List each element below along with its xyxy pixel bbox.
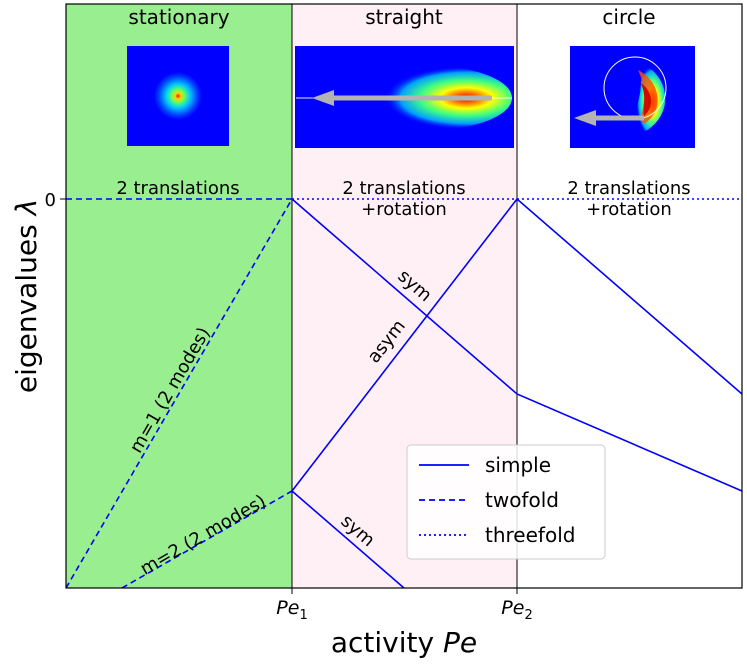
region-title-straight: straight <box>365 5 443 29</box>
legend-label-threefold: threefold <box>485 523 575 547</box>
legend-label-twofold: twofold <box>485 488 559 512</box>
branches <box>66 197 742 588</box>
x-tick-pe2-base: Pe <box>501 597 524 619</box>
y-axis-label-text: eigenvalues <box>10 224 43 393</box>
x-axis-label-text: activity <box>331 626 434 659</box>
legend-box <box>406 444 606 560</box>
x-tick-pe2-sub: 2 <box>524 608 532 623</box>
modes-straight-line2: +rotation <box>361 199 447 220</box>
inset-straight <box>295 46 514 148</box>
x-tick-label-pe1: Pe1 <box>276 597 307 623</box>
branch-sym-upper <box>291 198 742 492</box>
branch-m1-twofold <box>66 198 293 588</box>
region-title-circle: circle <box>602 5 655 29</box>
x-tick-pe1-sub: 1 <box>299 608 307 623</box>
branch-asym <box>291 197 742 492</box>
y-axis-label: eigenvalues λ <box>10 199 43 393</box>
modes-stationary-line1: 2 translations <box>116 178 239 199</box>
x-tick-pe1-base: Pe <box>276 597 299 619</box>
modes-circle-line2: +rotation <box>586 199 672 220</box>
inset-circle-arrow-icon <box>574 110 644 126</box>
branch-sym-lower <box>291 490 405 588</box>
inset-straight-arrow-icon <box>312 90 492 106</box>
inset-circle <box>570 46 695 148</box>
legend-label-simple: simple <box>485 453 551 477</box>
x-tick-label-pe2: Pe2 <box>501 597 532 623</box>
branch-m2-twofold <box>121 490 293 588</box>
region-title-stationary: stationary <box>128 5 229 29</box>
plot-frame <box>65 3 743 589</box>
modes-straight-line1: 2 translations <box>342 178 465 199</box>
y-axis-label-symbol: λ <box>10 199 43 218</box>
x-axis-label: activity Pe <box>331 626 477 659</box>
legend: simple twofold threefold <box>406 444 606 560</box>
y-tick-label: 0 <box>45 190 56 211</box>
modes-circle-line1: 2 translations <box>567 178 690 199</box>
inset-stationary <box>127 46 229 146</box>
x-axis-label-symbol: Pe <box>443 626 477 659</box>
